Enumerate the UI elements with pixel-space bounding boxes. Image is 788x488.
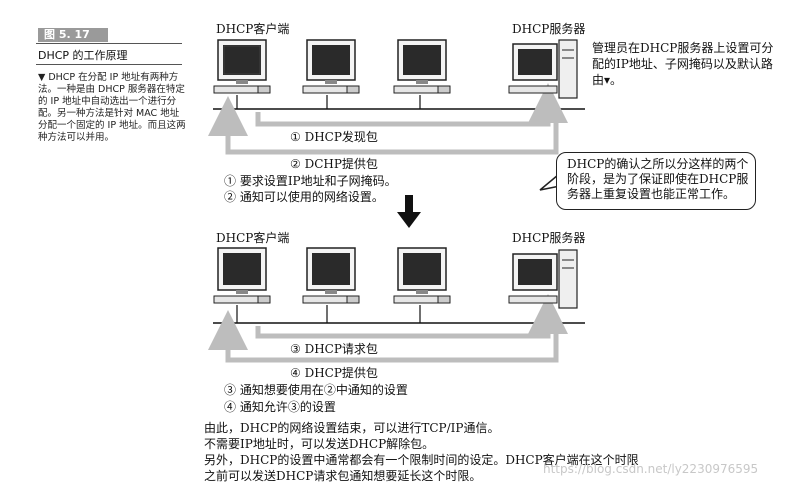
footer-line: 不需要IP地址时，可以发送DHCP解除包。 xyxy=(204,437,435,451)
ack-arrow xyxy=(208,310,559,363)
bubble-pointer xyxy=(539,174,561,191)
client-computer-3 xyxy=(393,247,451,304)
bottom-note-1: ③ 通知想要使用在②中通知的设置 xyxy=(224,383,408,397)
server-note: 管理员在DHCP服务器上设置可分配的IP地址、子网掩码以及默认路由▾。 xyxy=(592,41,774,87)
watermark: https://blog.csdn.net/ly2230976595 xyxy=(543,462,759,476)
footer-line: 另外，DHCP的设置中通常都会有一个限制时间的设定。DHCP客户端在这个时限 xyxy=(204,453,639,467)
divider xyxy=(36,64,182,65)
footer-line: 由此，DHCP的网络设置结束，可以进行TCP/IP通信。 xyxy=(204,421,500,435)
offer-arrow xyxy=(208,96,559,155)
down-arrow xyxy=(397,195,421,228)
server-label-top: DHCP服务器 xyxy=(512,22,586,36)
top-note-2: ② 通知可以使用的网络设置。 xyxy=(224,190,384,204)
request-arrow xyxy=(255,294,568,339)
client-computer-3 xyxy=(393,39,451,94)
bottom-note-2: ④ 通知允许③的设置 xyxy=(224,400,336,414)
figure-description: ▼ DHCP 在分配 IP 地址有两种方法。一种是由 DHCP 服务器在特定的 … xyxy=(38,72,186,143)
server-computer xyxy=(508,249,578,309)
step3-label: ③ DHCP请求包 xyxy=(290,342,378,356)
server-computer xyxy=(508,39,578,99)
server-label-bottom: DHCP服务器 xyxy=(512,231,586,245)
top-note-1: ① 要求设置IP地址和子网掩码。 xyxy=(224,174,397,188)
client-label-bottom: DHCP客户端 xyxy=(216,231,290,245)
discover-arrow xyxy=(255,83,568,127)
client-computer-1 xyxy=(213,247,271,304)
figure-title: DHCP 的工作原理 xyxy=(38,49,128,62)
client-computer-1 xyxy=(213,39,271,94)
divider xyxy=(36,43,182,44)
step1-label: ① DHCP发现包 xyxy=(290,130,378,144)
step2-label: ② DCHP提供包 xyxy=(290,157,378,171)
figure-label: 图 5. 17 xyxy=(38,28,108,42)
client-label-top: DHCP客户端 xyxy=(216,22,290,36)
step4-label: ④ DHCP提供包 xyxy=(290,366,378,380)
client-computer-2 xyxy=(302,39,360,94)
footer-line: 之前可以发送DHCP请求包通知想要延长这个时限。 xyxy=(204,469,482,483)
footer-text: 由此，DHCP的网络设置结束，可以进行TCP/IP通信。 不需要IP地址时，可以… xyxy=(204,420,639,484)
explanation-bubble: DHCP的确认之所以分这样的两个阶段，是为了保证即使在DHCP服务器上重复设置也… xyxy=(556,152,756,210)
client-computer-2 xyxy=(302,247,360,304)
